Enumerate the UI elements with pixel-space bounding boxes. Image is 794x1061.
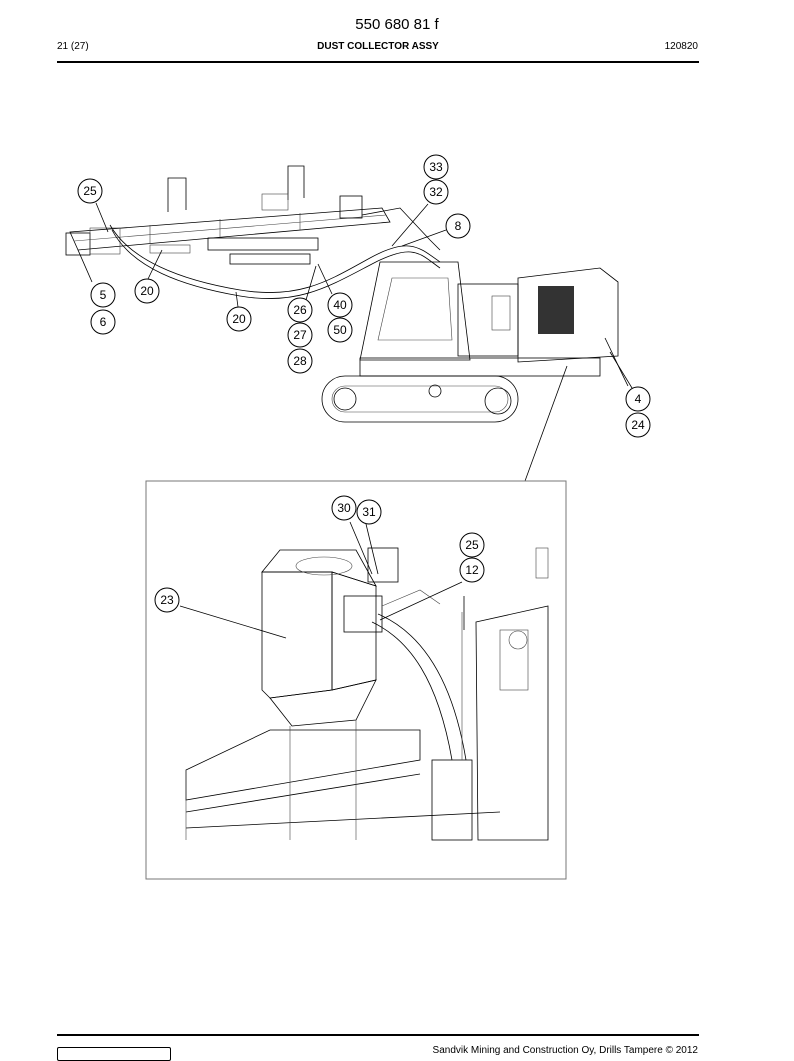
footer-rule: [57, 1034, 699, 1036]
svg-text:4: 4: [635, 392, 642, 406]
drill-rig-illustration: [65, 165, 629, 423]
callout-30: 30: [331, 495, 357, 521]
svg-text:50: 50: [333, 323, 347, 337]
callout-20: 20: [226, 306, 252, 332]
callout-8: 8: [445, 213, 471, 239]
svg-text:20: 20: [140, 284, 154, 298]
page-number: 21 (27): [57, 41, 89, 52]
leader-lines-upper: [77, 202, 633, 482]
svg-text:28: 28: [293, 354, 307, 368]
header-rule: [57, 61, 699, 63]
svg-text:25: 25: [83, 184, 97, 198]
date-code: 120820: [664, 41, 698, 52]
callout-28: 28: [287, 348, 313, 374]
callout-20: 20: [134, 278, 160, 304]
callout-6: 6: [90, 309, 116, 335]
footer-copyright: Sandvik Mining and Construction Oy, Dril…: [432, 1045, 698, 1056]
document-number: 550 680 81 f: [355, 16, 439, 33]
callout-50: 50: [327, 317, 353, 343]
svg-text:20: 20: [232, 312, 246, 326]
callout-27: 27: [287, 322, 313, 348]
callout-25: 25: [459, 532, 485, 558]
svg-text:24: 24: [631, 418, 645, 432]
svg-text:31: 31: [362, 505, 376, 519]
callout-26: 26: [287, 297, 313, 323]
svg-text:23: 23: [160, 593, 174, 607]
callout-31: 31: [356, 499, 382, 525]
svg-text:5: 5: [100, 288, 107, 302]
svg-text:25: 25: [465, 538, 479, 552]
callout-33: 33: [423, 154, 449, 180]
svg-text:40: 40: [333, 298, 347, 312]
callout-5: 5: [90, 282, 116, 308]
callout-23: 23: [154, 587, 180, 613]
svg-text:12: 12: [465, 563, 479, 577]
detail-view-frame: [145, 480, 567, 880]
callout-24: 24: [625, 412, 651, 438]
svg-text:33: 33: [429, 160, 443, 174]
svg-text:27: 27: [293, 328, 307, 342]
callout-40: 40: [327, 292, 353, 318]
svg-text:26: 26: [293, 303, 307, 317]
page-title: DUST COLLECTOR ASSY: [317, 41, 439, 52]
callout-12: 12: [459, 557, 485, 583]
svg-text:6: 6: [100, 315, 107, 329]
svg-text:8: 8: [455, 219, 462, 233]
callout-32: 32: [423, 179, 449, 205]
dust-collector-illustration: [185, 547, 549, 841]
svg-text:32: 32: [429, 185, 443, 199]
callout-25: 25: [77, 178, 103, 204]
svg-text:30: 30: [337, 501, 351, 515]
callout-4: 4: [625, 386, 651, 412]
leader-lines-detail: [179, 521, 465, 639]
sandvik-logo: [57, 1047, 171, 1061]
